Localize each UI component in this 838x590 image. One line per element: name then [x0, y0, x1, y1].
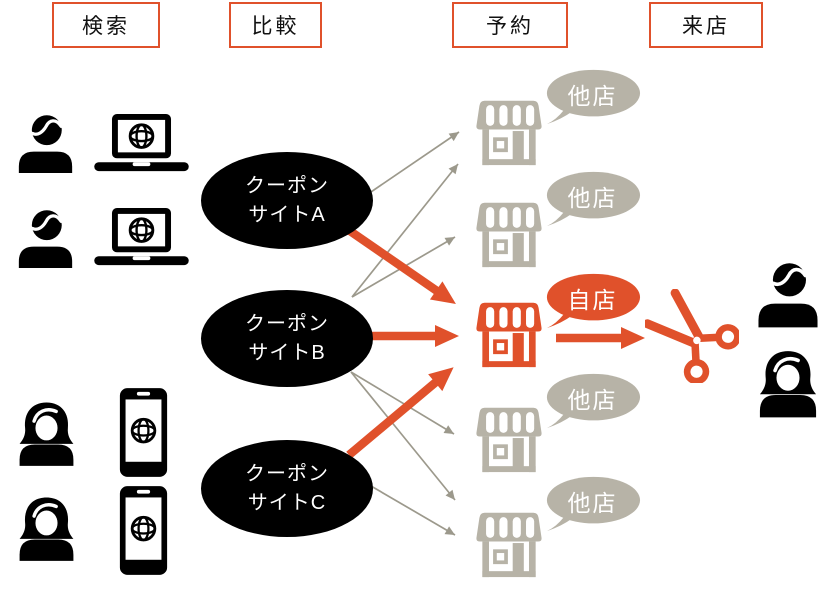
arrow-site-a-own-store	[347, 227, 456, 305]
female-user-icon	[12, 394, 81, 473]
smartphone-globe-icon	[118, 387, 169, 478]
coupon-site-label-line2: サイトC	[247, 491, 327, 514]
arrow-site-b-store-2	[351, 236, 456, 298]
male-user-icon	[752, 254, 824, 333]
coupon-site-label-line1: クーポン	[245, 312, 329, 335]
stage-box-search: 検索	[52, 2, 160, 48]
store-bubble-other: 他店	[544, 68, 641, 126]
bubble-label: 他店	[567, 185, 618, 211]
bubble-label: 他店	[567, 387, 618, 413]
store-bubble-own: 自店	[544, 272, 641, 330]
coupon-site-label-line1: クーポン	[245, 174, 329, 197]
own-storefront-icon	[472, 298, 546, 374]
coupon-site-label-line2: サイトA	[248, 203, 326, 226]
coupon-site-c: クーポン サイトC	[201, 440, 373, 537]
coupon-site-a: クーポン サイトA	[201, 152, 373, 249]
bubble-label: 他店	[567, 83, 618, 109]
arrow-site-a-store-1	[367, 131, 460, 195]
scissors-icon	[645, 289, 739, 383]
arrow-site-b-store-4	[350, 371, 455, 435]
store-bubble-other: 他店	[544, 475, 641, 533]
stage-label: 検索	[82, 15, 130, 38]
storefront-icon	[472, 508, 546, 584]
stage-box-visit: 来店	[649, 2, 763, 48]
storefront-icon	[472, 96, 546, 172]
female-user-icon	[12, 489, 81, 568]
stage-label: 予約	[486, 15, 534, 38]
female-user-icon	[752, 343, 824, 424]
coupon-site-b: クーポン サイトB	[201, 290, 373, 387]
smartphone-globe-icon	[118, 485, 169, 576]
arrow-site-c-store-5	[370, 485, 456, 536]
male-user-icon	[13, 199, 78, 276]
arrow-site-c-own-store	[346, 367, 454, 459]
bubble-label: 他店	[567, 490, 618, 516]
storefront-icon	[472, 198, 546, 274]
bubble-label: 自店	[567, 287, 618, 313]
laptop-globe-icon	[92, 114, 191, 175]
stage-label: 比較	[251, 15, 300, 38]
storefront-icon	[472, 403, 546, 479]
coupon-site-label-line1: クーポン	[245, 462, 329, 485]
stage-label: 来店	[682, 15, 730, 38]
store-bubble-other: 他店	[544, 170, 641, 228]
stage-box-reserve: 予約	[452, 2, 568, 48]
male-user-icon	[13, 104, 78, 181]
coupon-site-label-line2: サイトB	[248, 341, 326, 364]
store-bubble-other: 他店	[544, 372, 641, 430]
stage-box-compare: 比較	[229, 2, 322, 48]
laptop-globe-icon	[92, 208, 191, 269]
